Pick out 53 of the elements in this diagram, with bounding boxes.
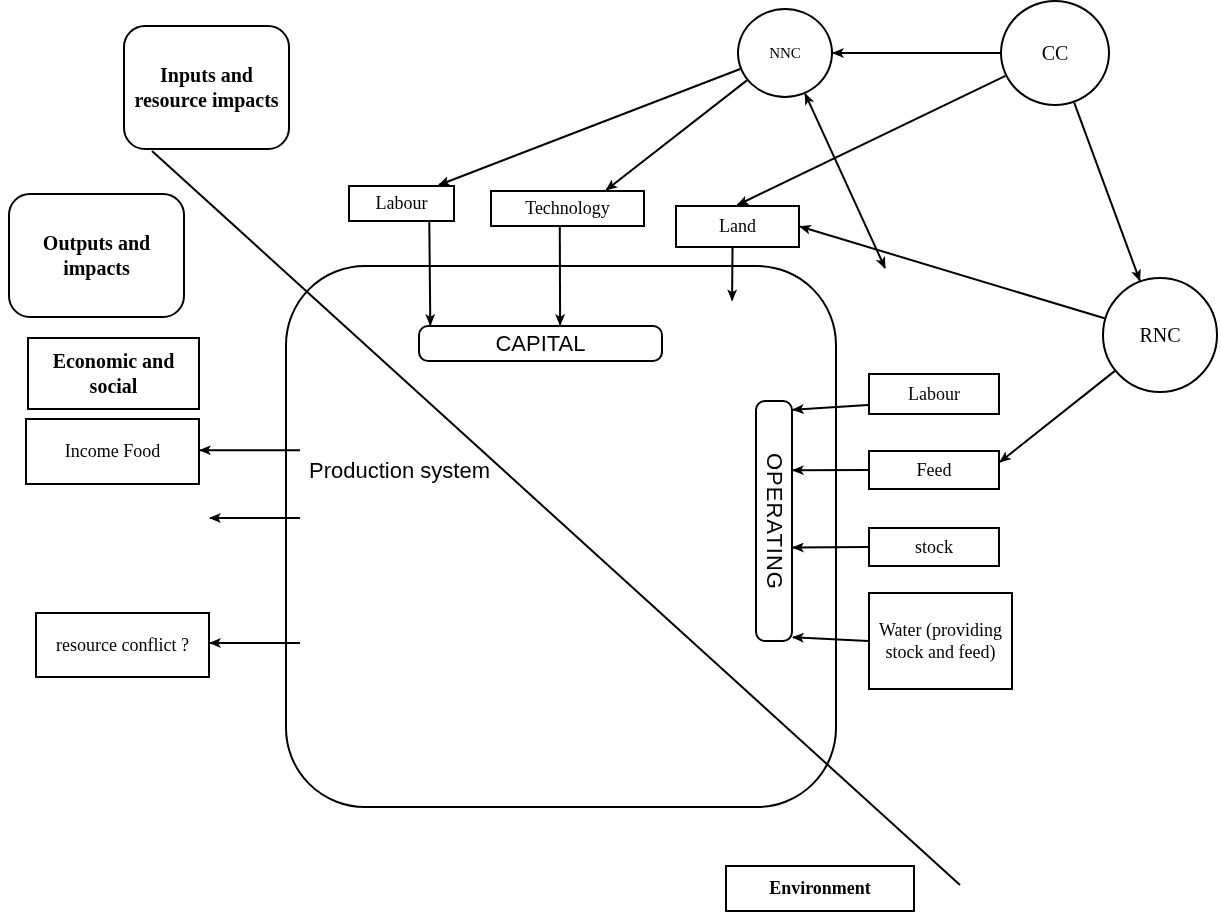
text-box — [490, 190, 645, 227]
node-label: Water (providing stock and feed) — [878, 618, 1003, 664]
arrow — [999, 370, 1116, 463]
node-label: Outputs and impacts — [41, 230, 152, 281]
node-label: resource conflict ? — [56, 633, 189, 657]
node-label: Economic and social — [51, 348, 176, 399]
text-box — [35, 612, 210, 678]
node-label: Environment — [769, 877, 871, 900]
text-box — [868, 592, 1013, 690]
node-label: Labour — [375, 192, 428, 215]
text-box — [348, 185, 455, 222]
node-label: Income Food — [64, 440, 161, 463]
node-label: Land — [719, 215, 756, 238]
rounded-box — [755, 400, 793, 642]
node-label: Production system — [309, 457, 490, 485]
arrow — [209, 513, 301, 523]
node-label: CAPITAL — [495, 329, 586, 358]
arrow — [792, 465, 869, 476]
text-box — [725, 865, 915, 912]
arrow — [425, 221, 436, 326]
arrow — [792, 403, 869, 414]
arrow — [555, 226, 566, 326]
node-label: RNC — [1139, 322, 1181, 348]
arrow — [736, 74, 1007, 206]
arrow — [605, 79, 748, 191]
node-label: Inputs and resource impacts — [133, 62, 280, 113]
arrow — [804, 92, 886, 269]
arrow — [209, 638, 301, 648]
node-label: OPERATING — [760, 452, 788, 590]
arrow — [792, 632, 869, 643]
rounded-box — [418, 325, 663, 362]
arrow — [799, 224, 1106, 320]
text-box — [25, 418, 200, 485]
text-box — [27, 337, 200, 410]
arrow — [792, 542, 869, 553]
arrow — [832, 48, 1001, 58]
arrow — [727, 247, 738, 302]
node-label: Feed — [916, 458, 952, 482]
rounded-box — [123, 25, 290, 150]
arrow — [1073, 101, 1141, 282]
text-box — [868, 450, 1000, 490]
node-label: Labour — [908, 382, 960, 406]
text-box — [868, 527, 1000, 567]
arrow — [199, 445, 301, 456]
rounded-box — [8, 193, 185, 318]
node-label: stock — [915, 535, 953, 559]
node-label: CC — [1041, 40, 1069, 66]
text-box — [868, 373, 1000, 415]
arrow — [437, 68, 742, 186]
node-label: Technology — [525, 197, 610, 220]
text-box — [675, 205, 800, 248]
system-box — [285, 265, 837, 808]
node-label: NNC — [769, 43, 801, 63]
